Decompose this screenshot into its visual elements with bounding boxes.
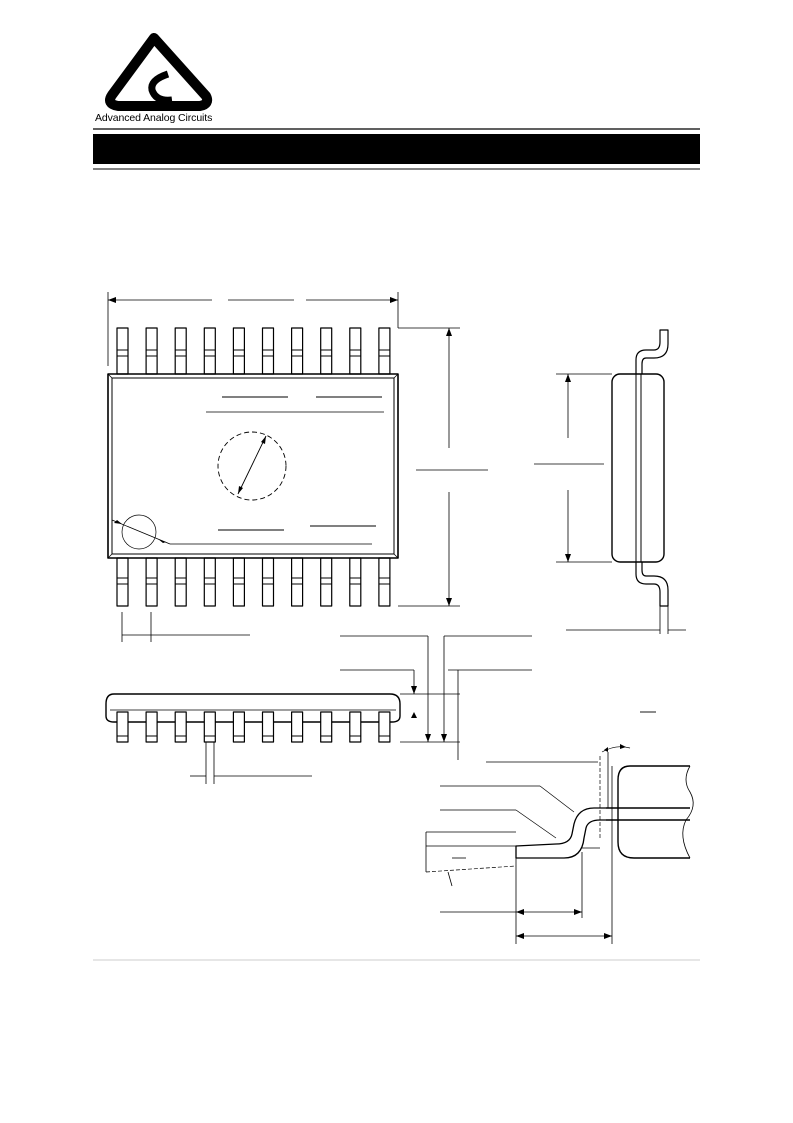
- front-view: [105, 635, 532, 784]
- lead-front: [261, 711, 275, 743]
- lead-front: [232, 711, 245, 743]
- lead-top: [291, 327, 304, 375]
- header-bar: [93, 134, 700, 164]
- lead-top: [320, 327, 333, 375]
- aac-triangle-logo-icon: [105, 33, 213, 111]
- header-rules: [93, 128, 700, 170]
- lead-bottom: [349, 557, 362, 607]
- lead-top: [232, 327, 245, 375]
- lead-bottom: [232, 557, 245, 607]
- lead-bottom: [203, 557, 216, 607]
- lead-front: [291, 711, 304, 743]
- lead-front: [116, 711, 129, 743]
- top-view: [107, 292, 488, 642]
- lead-detail: [425, 711, 694, 944]
- lead-bottom: [378, 557, 391, 607]
- lead-top: [261, 327, 275, 375]
- lead-front: [203, 711, 216, 743]
- lead-front: [378, 711, 391, 743]
- lead-top: [174, 327, 187, 375]
- side-view: [534, 329, 686, 634]
- lead-top: [145, 327, 158, 375]
- top-leads: [116, 327, 391, 375]
- lead-bottom: [320, 557, 333, 607]
- lead-front: [145, 711, 158, 743]
- lead-top: [116, 327, 129, 375]
- bottom-leads: [116, 557, 391, 607]
- lead-front: [320, 711, 333, 743]
- lead-top: [349, 327, 362, 375]
- lead-bottom: [116, 557, 129, 607]
- lead-front: [349, 711, 362, 743]
- front-leads: [116, 711, 391, 743]
- lead-front: [174, 711, 187, 743]
- lead-top: [378, 327, 391, 375]
- lead-bottom: [174, 557, 187, 607]
- lead-bottom: [145, 557, 158, 607]
- lead-bottom: [261, 557, 275, 607]
- lead-bottom: [291, 557, 304, 607]
- company-name: Advanced Analog Circuits: [95, 112, 213, 124]
- lead-top: [203, 327, 216, 375]
